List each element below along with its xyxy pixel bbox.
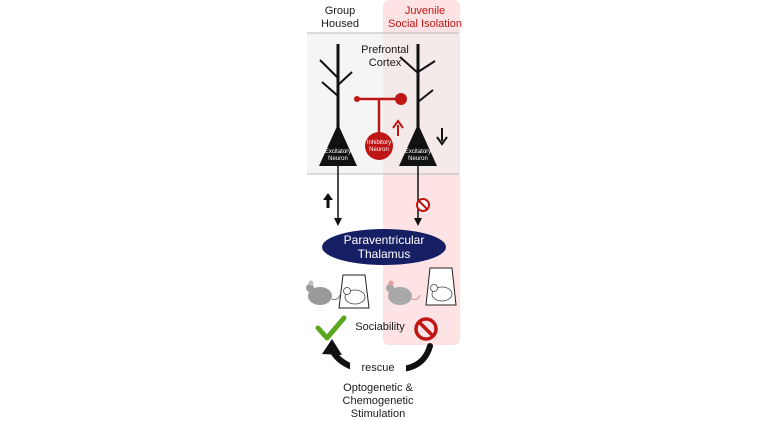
- column-label-group-housed: Group Housed: [321, 5, 359, 30]
- excitatory-neuron-left-label: Excitatory Neuron: [324, 149, 352, 162]
- increase-arrow-red: [392, 119, 404, 136]
- inhibitory-neuron-label: Inhibitory Neuron: [366, 140, 392, 153]
- prefrontal-cortex-label: Prefrontal Cortex: [361, 44, 409, 69]
- prohibited-icon: [414, 317, 438, 341]
- decrease-arrow-black: [436, 128, 448, 146]
- rescue-arrowhead: [322, 339, 342, 355]
- mouse-pair-right: [386, 267, 457, 306]
- mouse-pair-left: [306, 274, 370, 309]
- rescue-label: rescue: [350, 362, 406, 375]
- excitatory-neuron-left: [319, 44, 357, 166]
- column-label-juvenile-isolation: Juvenile Social Isolation: [388, 5, 462, 30]
- blocked-icon-projection: [416, 198, 430, 212]
- thalamus-label: Paraventricular Thalamus: [343, 233, 425, 261]
- excitatory-neuron-right: [399, 44, 437, 166]
- stimulation-method-label: Optogenetic & Chemogenetic Stimulation: [342, 382, 414, 420]
- up-arrow-left: [323, 193, 333, 208]
- excitatory-neuron-right-label: Excitatory Neuron: [404, 149, 432, 162]
- check-mark-icon: [315, 315, 347, 341]
- thalamus-ellipse: [322, 229, 446, 265]
- sociability-label: Sociability: [355, 321, 405, 333]
- inhibitory-neuron: [354, 93, 407, 160]
